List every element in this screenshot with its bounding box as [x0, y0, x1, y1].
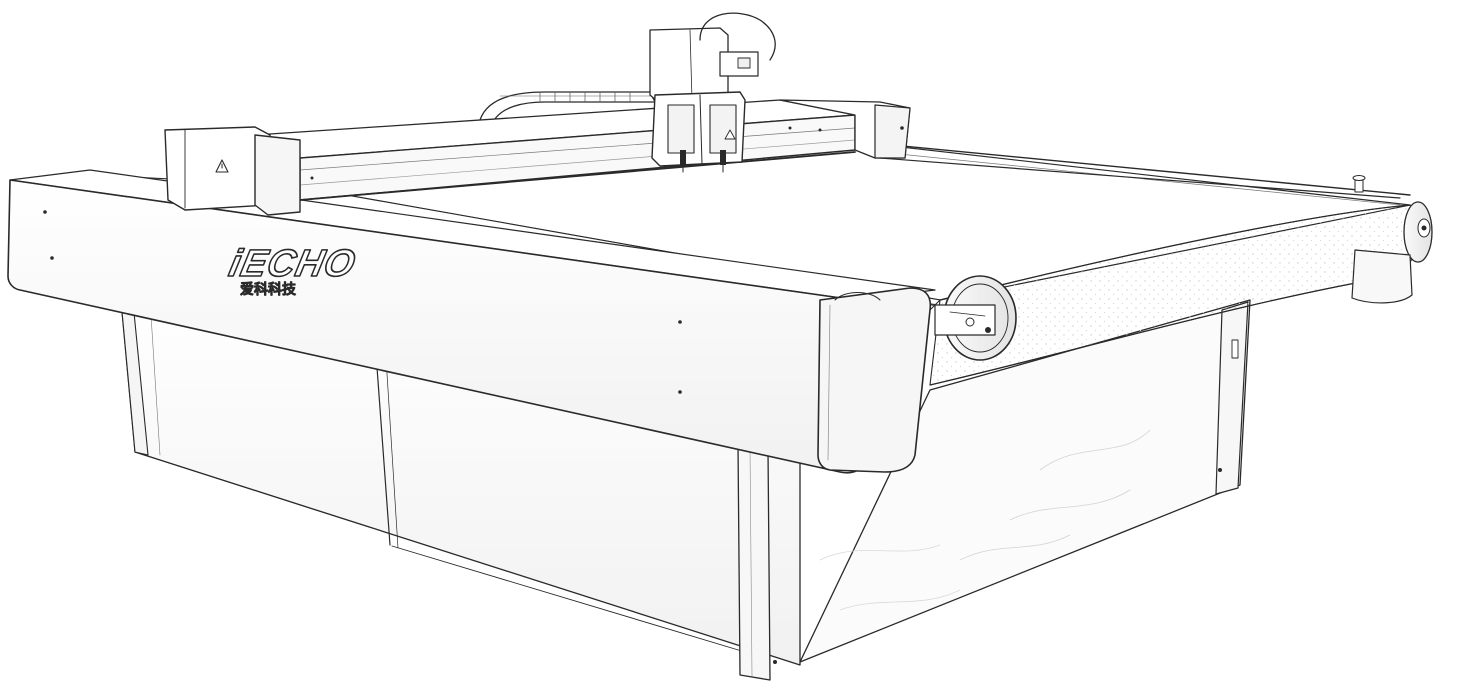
cutting-head [649, 12, 776, 173]
iecho-logo: iECHO 爱科科技 [225, 242, 361, 298]
logo-chinese-text: 爱科科技 [240, 281, 297, 297]
base-cabinet [119, 289, 1251, 681]
logo-brand-text: iECHO [225, 242, 359, 285]
side-rail [788, 126, 1401, 199]
front-roller [934, 275, 1017, 361]
